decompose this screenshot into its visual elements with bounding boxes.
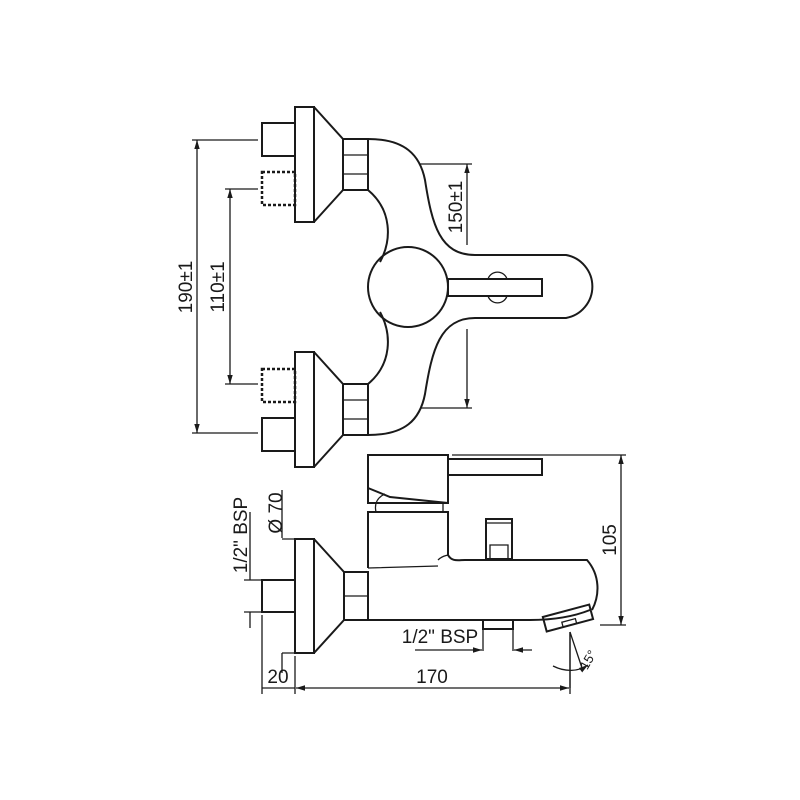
dim-170-label: 170 xyxy=(416,667,448,688)
dim-20-label: 20 xyxy=(267,667,288,688)
body-inner-curve xyxy=(367,189,389,385)
diverter-knob xyxy=(487,271,508,304)
dim-110-label: 110±1 xyxy=(208,261,229,312)
dimension-outlet-thread: 1/2" BSP xyxy=(402,627,532,653)
upper-inlet xyxy=(260,106,369,223)
side-view: 105 170 20 1/2" BSP Ø 70 1/2" BSP xyxy=(231,454,626,694)
flange-diameter-label: Ø 70 xyxy=(266,492,287,533)
inlet-pipe xyxy=(261,579,296,613)
lever-handle-side xyxy=(447,458,543,476)
outlet-connector xyxy=(482,619,514,630)
dimension-20: 20 xyxy=(261,615,295,694)
wall-flange xyxy=(294,538,315,654)
valve-body xyxy=(367,511,599,621)
dimension-110: 110±1 xyxy=(208,188,258,385)
handle-block xyxy=(367,454,449,504)
aerator xyxy=(541,603,595,633)
dim-105-label: 105 xyxy=(600,524,621,556)
dim-190-label: 190±1 xyxy=(176,261,197,314)
dimension-150: 150±1 xyxy=(420,163,472,409)
dim-150-label: 150±1 xyxy=(446,181,467,234)
diverter-button xyxy=(485,518,513,560)
outlet-thread-label: 1/2" BSP xyxy=(402,627,478,648)
lower-inlet xyxy=(260,351,369,468)
body-outline xyxy=(367,138,594,436)
cartridge-circle xyxy=(367,246,449,328)
dimension-spout-angle: 15° xyxy=(552,631,600,688)
dimension-190: 190±1 xyxy=(176,139,258,434)
lever-handle xyxy=(447,278,543,297)
dimension-inlet-thread: 1/2" BSP xyxy=(231,497,262,628)
top-view: 190±1 110±1 150±1 xyxy=(176,106,594,468)
dimension-105: 105 xyxy=(452,454,626,626)
dimension-flange-diameter: Ø 70 xyxy=(266,490,295,673)
inlet-thread-label: 1/2" BSP xyxy=(231,497,252,573)
